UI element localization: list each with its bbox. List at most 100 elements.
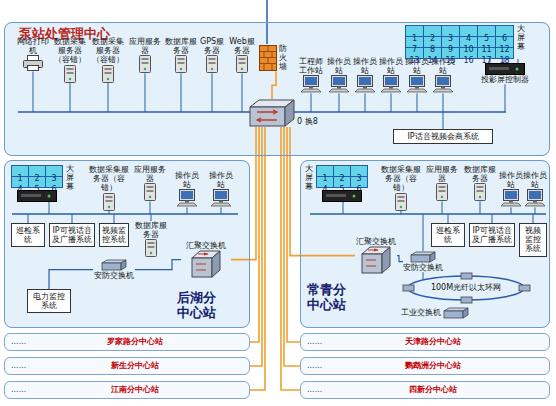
node-devrow: 工业交换机 — [401, 307, 469, 319]
device-label: 应用服务器 — [425, 165, 459, 183]
device-label: 操作员站 — [173, 171, 201, 189]
drop-line — [511, 207, 512, 214]
screen-grid: 123456789101112131415161718 — [405, 25, 514, 59]
screen-label: 大屏幕 — [517, 25, 525, 51]
drop-line — [114, 214, 115, 223]
drop-line — [109, 211, 110, 214]
station-name: 新生分中心站 — [26, 361, 243, 370]
cell-number: 5 — [484, 34, 489, 43]
device-icon — [176, 189, 198, 207]
device-label: 投影屏控制器 — [481, 75, 529, 84]
device-label: 数据采集服务器（容错） — [91, 37, 125, 65]
node-panel: 泵站处管理中心网络打印机数据采集服务器（容错）数据采集服务器（容错）应用服务器数… — [4, 22, 550, 156]
device-label: 数据库服务器 — [463, 165, 497, 183]
device-icon — [235, 55, 249, 73]
connector — [287, 127, 300, 342]
screen-cell: 1 — [317, 166, 334, 177]
drop-line — [212, 73, 213, 112]
device-label: 应用服务器 — [129, 37, 161, 55]
station-name: 天津路分中心站 — [322, 337, 543, 346]
device-label: GPS服务器 — [199, 37, 225, 55]
system-box-label: 电力监控系统 — [30, 292, 68, 310]
screen-cell: 2 — [29, 166, 46, 177]
node-dev: 网络打印机 — [17, 37, 49, 71]
drop-line — [492, 214, 493, 223]
node-screen: 123456789101112131415161718大屏幕 — [405, 25, 539, 59]
node-row: ......罗家路分中心站 — [4, 333, 250, 351]
screen-cell: 6 — [496, 26, 514, 37]
panel-ground — [4, 22, 550, 156]
connector — [250, 127, 259, 342]
screen-cell: 3 — [46, 166, 63, 177]
ellipsis-text: ...... — [11, 337, 26, 346]
screen-cell: 2 — [334, 166, 351, 177]
device-icon — [205, 55, 219, 73]
cell-number: 11 — [481, 45, 491, 54]
device-label: 网络打印机 — [17, 37, 49, 55]
node-dev: 应用服务器 — [425, 165, 459, 201]
connector — [281, 127, 300, 390]
cell-number: 3 — [356, 174, 361, 183]
device-icon — [435, 183, 449, 201]
system-box-label: IP可视话音及广播系统 — [52, 226, 92, 244]
device-icon — [17, 190, 57, 202]
ellipsis-text: ...... — [307, 361, 322, 370]
screen-grid: 123456 — [316, 165, 368, 188]
screen-cell: 2 — [424, 26, 442, 37]
node-dev: 数据采集服务器（容错） — [91, 37, 125, 83]
device-label: 操作员站 — [353, 57, 377, 75]
drop-line — [108, 83, 109, 112]
cell-number: 7 — [412, 45, 417, 54]
node-fw: 防火墙 — [259, 45, 293, 71]
switch-label: 0 换8 — [297, 117, 318, 126]
screen-label: 大屏幕 — [305, 165, 313, 191]
connector — [231, 127, 256, 260]
screen-cell: 4 — [460, 26, 478, 37]
screen-cell: 3 — [442, 26, 460, 37]
screen-group: 123456789101112131415161718 — [405, 25, 514, 59]
device-icon — [410, 251, 436, 263]
panel-title: 常青分中心站 — [307, 283, 349, 313]
device-icon — [473, 183, 487, 201]
cell-number: 16 — [463, 56, 473, 65]
device-label: 操作员站 — [499, 171, 523, 189]
system-box-label: 视频监控系统 — [102, 226, 126, 244]
node-dev: 数据采集服务器（容错） — [381, 165, 421, 211]
node-dev: 数据采集服务器（容错） — [89, 165, 129, 211]
cell-number: 2 — [34, 174, 39, 183]
cell-number: 3 — [448, 34, 453, 43]
node-dev: 汇聚交换机 — [355, 237, 397, 274]
device-label: 操作员站 — [207, 171, 235, 189]
device-icon — [406, 75, 428, 93]
station-name: 四新分中心站 — [322, 385, 543, 394]
node-row: ......四新分中心站 — [300, 381, 550, 399]
node-box: 巡检系统 — [431, 223, 465, 247]
drop-line — [339, 93, 340, 112]
drop-line — [391, 93, 392, 112]
device-icon — [524, 189, 546, 207]
screen-cell: 1 — [12, 166, 29, 177]
station-name: 鹦鹉洲分中心站 — [322, 361, 543, 370]
cell-number: 1 — [322, 174, 327, 183]
panel-title: 后湖分中心站 — [177, 291, 219, 321]
ellipsis-text: ...... — [307, 385, 322, 394]
screen-cell: 3 — [351, 166, 368, 177]
node-dev: 安防交换机 — [403, 251, 443, 272]
node-dev: 操作员站 — [379, 57, 403, 93]
system-box-label: 视频监控系统 — [522, 226, 544, 254]
drop-line — [33, 71, 34, 112]
node-box: IP可视话音及广播系统 — [49, 223, 95, 247]
drop-line — [443, 93, 444, 112]
device-label: Web服务器 — [227, 37, 257, 55]
drop-line — [343, 202, 344, 214]
device-icon — [101, 259, 127, 271]
node-dev: Web服务器 — [227, 37, 257, 73]
connector — [49, 270, 93, 289]
drop-line — [221, 207, 222, 214]
screen-cell: 5 — [478, 26, 496, 37]
node-dev: 操作员站 — [327, 57, 351, 93]
system-box-label: IP可视话音及广播系统 — [472, 226, 512, 244]
node-screen: 大屏幕123456 — [305, 165, 381, 202]
device-label: 工业交换机 — [401, 308, 441, 317]
